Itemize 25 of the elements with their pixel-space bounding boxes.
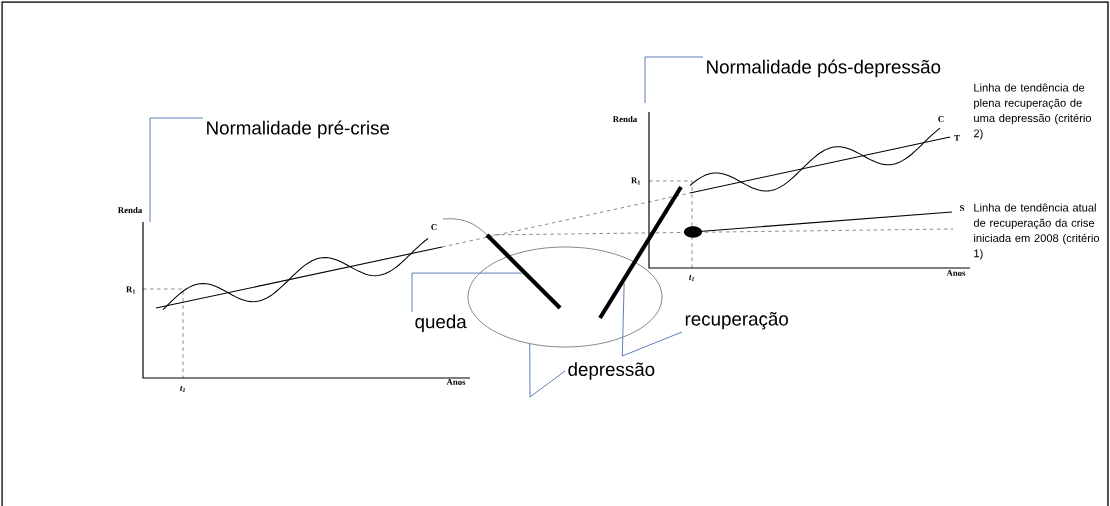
annotation-text: Linha de tendência atual de recuperação da crise iniciada em 2008 (critério 1) — [973, 203, 1100, 260]
callout-text: depressão — [568, 362, 655, 380]
curve-label: S — [960, 205, 965, 211]
thick-line — [485, 233, 562, 310]
leader-line — [621, 282, 683, 357]
leader-line — [411, 272, 523, 313]
annotation-text: Linha de tendência de plena recuperação de uma depressão (critério 2) — [973, 83, 1092, 140]
callout-text: Normalidade pré-crise — [207, 120, 390, 139]
curve-label: C — [431, 224, 437, 230]
axis-label: Anos — [946, 270, 966, 276]
leader-line — [529, 343, 566, 398]
curve-label: T — [954, 135, 960, 141]
axis-label: Anos — [446, 379, 466, 385]
ellipse — [467, 246, 663, 348]
callout-text: recuperação — [685, 312, 788, 330]
leader-line — [149, 117, 204, 223]
thick-line — [598, 185, 683, 320]
curve-label: t$_{1}$ — [180, 385, 185, 393]
leader-line — [644, 56, 704, 104]
callout-text: queda — [415, 314, 467, 333]
curve-label: C — [938, 116, 944, 122]
callout-text: Normalidade pós-depressão — [707, 59, 941, 78]
curve-label: R$_{1}$ — [126, 286, 136, 294]
axis-label: Renda — [612, 115, 638, 123]
axis-label: Renda — [117, 206, 143, 214]
